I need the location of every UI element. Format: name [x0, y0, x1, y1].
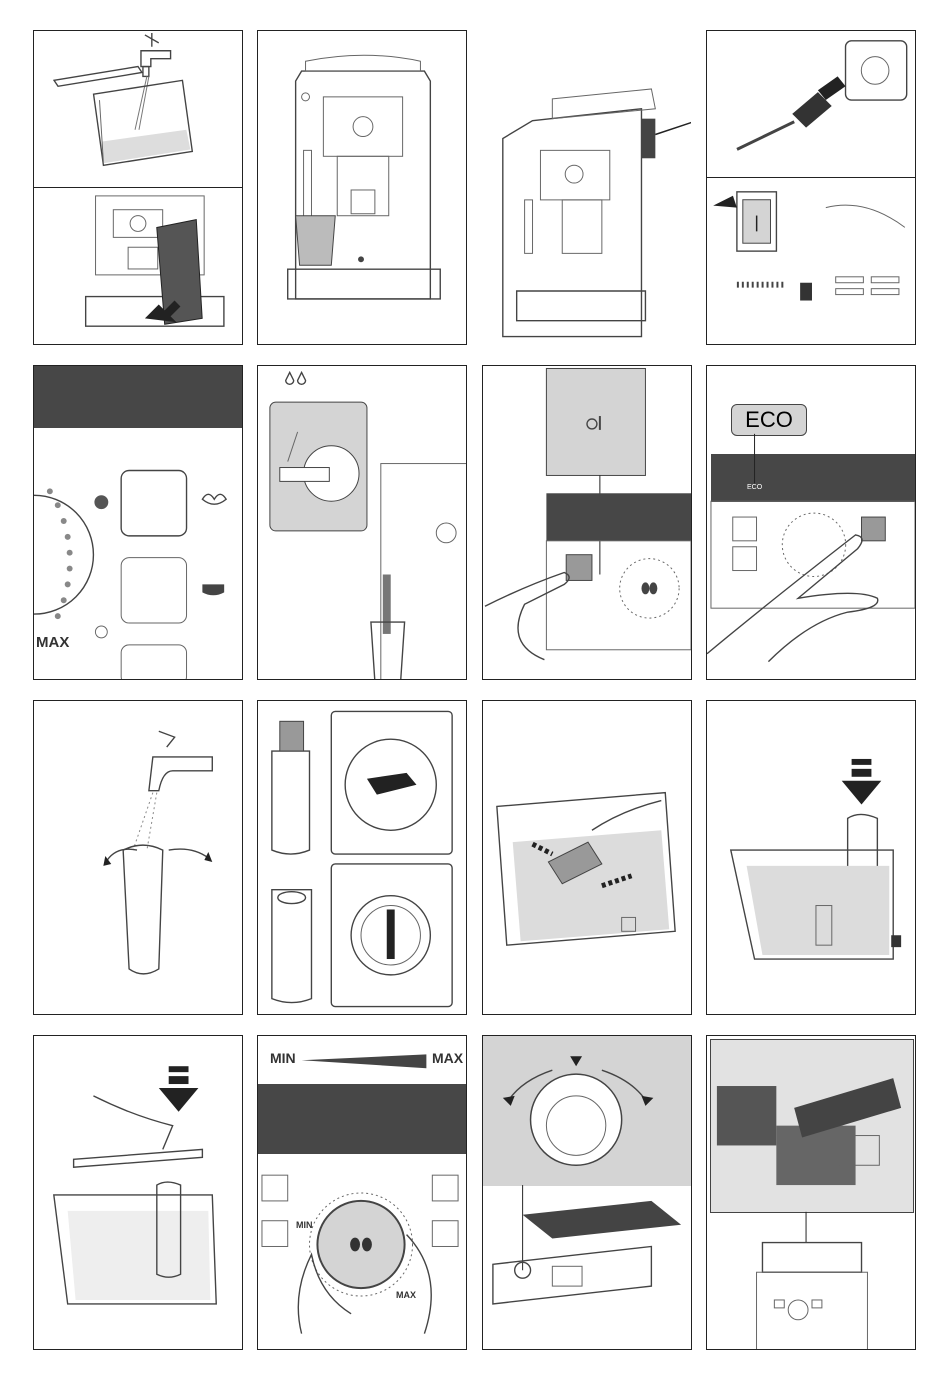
dial-min-label: MIN [296, 1220, 313, 1230]
step-grinder-adjustment [482, 1035, 692, 1350]
step-eco-mode: ECO ECO [706, 365, 916, 680]
power-switch-icon [737, 192, 777, 251]
step-insert-water-tank [33, 187, 243, 345]
power-plug-icon [737, 76, 846, 149]
step-switch-on [706, 177, 916, 345]
step-press-power-button [482, 365, 692, 680]
step-push-filter-down [706, 700, 916, 1015]
step-rinse-filter [33, 700, 243, 1015]
step-machine-overview [482, 30, 692, 345]
step-place-container-under-steam [257, 30, 467, 345]
arrow-down-icon [159, 1066, 199, 1112]
water-tap-icon [141, 33, 171, 76]
step-water-hardness-knob [257, 365, 467, 680]
rotate-arrow-icon [103, 849, 212, 866]
step-steam-light: MAX [33, 365, 243, 680]
max-label: MAX [36, 634, 69, 651]
water-tap-icon [149, 731, 212, 790]
cup-icon [202, 584, 224, 595]
step-install-filter-in-tank [482, 700, 692, 1015]
step-plug-in-power [706, 30, 916, 178]
step-add-coffee-beans [706, 1035, 916, 1350]
dial-max-label: MAX [396, 1290, 416, 1300]
step-fill-water-tank [33, 30, 243, 188]
coffee-beans-icon [641, 582, 657, 594]
power-icon [566, 555, 592, 581]
step-put-lid-on-tank [33, 1035, 243, 1350]
arrow-down-icon [842, 759, 882, 805]
step-adjust-coffee-quantity: MIN MAX MIN MAX [257, 1035, 467, 1350]
drop-icon [286, 372, 306, 384]
steam-icon [202, 494, 226, 504]
step-set-filter-date [257, 700, 467, 1015]
